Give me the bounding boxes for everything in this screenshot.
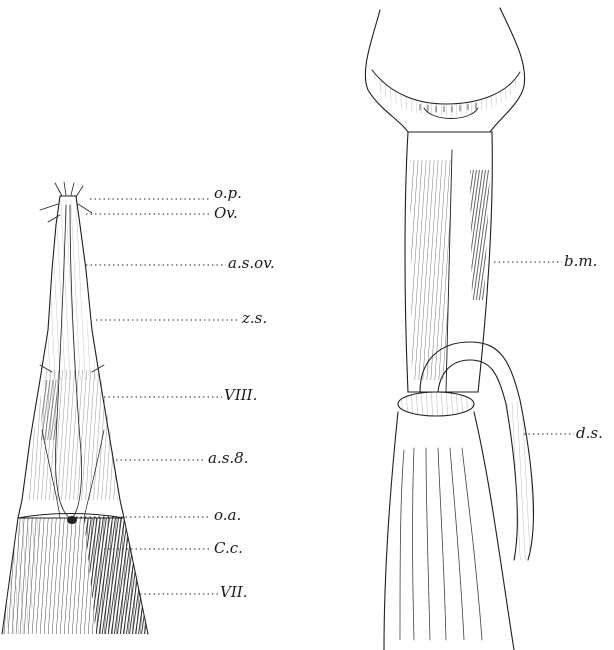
label-bm: b.m. [564,252,597,270]
label-ds: d.s. [576,424,603,442]
label-as8: a.s.8. [208,449,249,467]
label-cc: C.c. [214,539,243,557]
right-specimen-drawing [365,8,533,650]
left-specimen-drawing [2,182,148,634]
label-asov: a.s.ov. [228,254,275,272]
label-zs: z.s. [241,309,267,327]
label-op: o.p. [214,184,242,202]
label-oa: o.a. [214,506,241,524]
label-ov: Ov. [214,204,238,222]
leader-lines [76,199,574,594]
label-vii: VII. [220,583,247,601]
label-viii: VIII. [224,386,257,404]
